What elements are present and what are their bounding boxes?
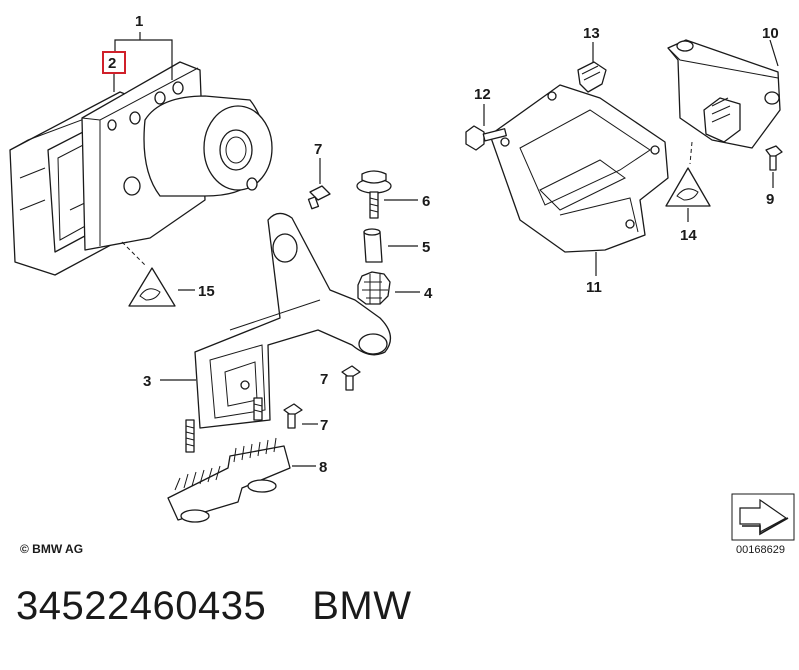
rubber-grommet-drawing bbox=[357, 271, 391, 305]
screw-7-lower-drawing bbox=[283, 403, 303, 429]
callout-3: 3 bbox=[143, 373, 151, 390]
screw-7-top-drawing bbox=[307, 185, 331, 210]
sensor-module-drawing bbox=[667, 39, 781, 149]
callout-1-leader bbox=[114, 32, 173, 80]
callout-8: 8 bbox=[319, 459, 327, 476]
warning-triangle-14 bbox=[665, 167, 711, 207]
callout-7b: 7 bbox=[320, 371, 328, 388]
spring-clip-drawing bbox=[577, 61, 607, 93]
damper-pad-drawing bbox=[167, 437, 291, 523]
callout-15: 15 bbox=[198, 283, 215, 300]
callout-12: 12 bbox=[474, 86, 491, 103]
mounting-bracket-drawing bbox=[489, 84, 669, 253]
brand-name: BMW bbox=[312, 584, 412, 628]
parts-diagram: 1 2 15 3 4 5 bbox=[9, 13, 795, 541]
view-direction-icon bbox=[731, 493, 795, 541]
callout-9: 9 bbox=[766, 191, 774, 208]
callout-2-highlight bbox=[102, 51, 126, 74]
callout-11: 11 bbox=[586, 279, 602, 296]
callout-7a: 7 bbox=[314, 141, 322, 158]
callout-7c: 7 bbox=[320, 417, 328, 434]
warning-triangle-15 bbox=[128, 267, 176, 307]
screw-9-drawing bbox=[765, 145, 783, 171]
flange-screw-drawing bbox=[356, 170, 392, 219]
footer-caption: 34522460435 BMW bbox=[16, 584, 411, 629]
sleeve-drawing bbox=[363, 228, 383, 263]
part-number: 34522460435 bbox=[16, 584, 267, 628]
callout-14: 14 bbox=[680, 227, 697, 244]
bracket-drawing bbox=[185, 212, 392, 453]
callout-5: 5 bbox=[422, 239, 430, 256]
callout-6: 6 bbox=[422, 193, 430, 210]
hydraulic-unit-drawing bbox=[9, 61, 273, 276]
callout-10: 10 bbox=[762, 25, 779, 42]
callout-1: 1 bbox=[135, 13, 143, 30]
hex-bolt-drawing bbox=[465, 125, 507, 151]
screw-7-middle-drawing bbox=[341, 365, 361, 391]
diagram-reference-code: 00168629 bbox=[736, 544, 785, 556]
callout-2: 2 bbox=[108, 55, 116, 72]
copyright-notice: © BMW AG bbox=[20, 542, 84, 556]
callout-4: 4 bbox=[424, 285, 433, 302]
callout-13: 13 bbox=[583, 25, 600, 42]
